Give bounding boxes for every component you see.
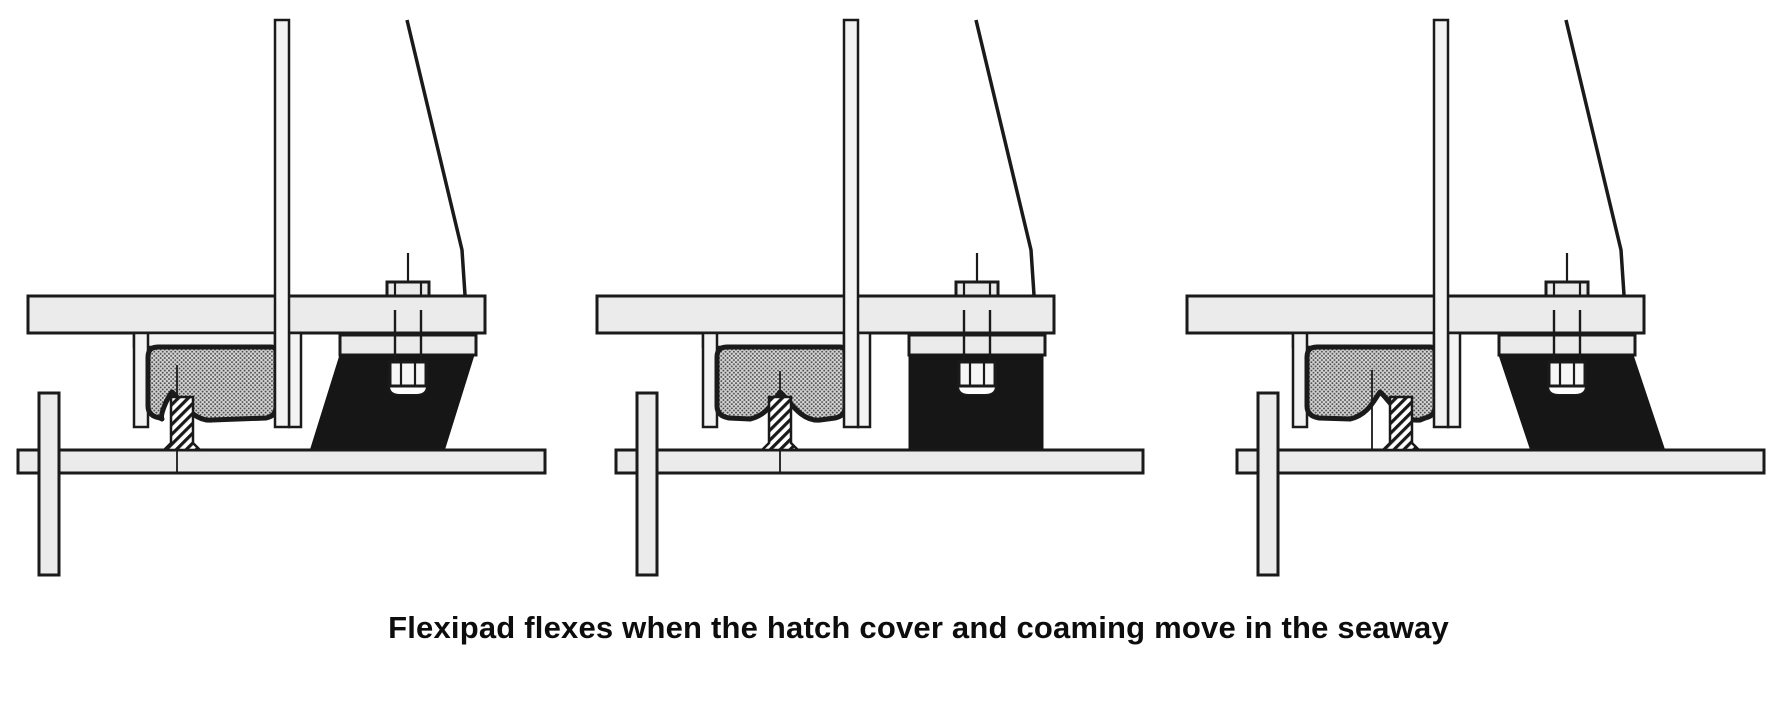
bolt-nut	[957, 360, 997, 388]
rubber-bearing-pad	[908, 354, 1044, 449]
coaming-web	[758, 395, 802, 452]
coaming-stay	[1256, 391, 1280, 577]
panel-cover-offset-right	[16, 18, 547, 577]
cover-diagonal-plate	[405, 19, 467, 296]
bolt-nut	[1547, 360, 1587, 388]
bolt-head	[1544, 280, 1590, 298]
flexipad	[1304, 344, 1438, 423]
hatch-cover-bar	[595, 294, 1056, 335]
cover-side-plate	[273, 18, 291, 429]
coaming-bar	[16, 448, 547, 475]
bolt-nut	[388, 360, 428, 388]
coaming-bar	[1235, 448, 1766, 475]
caption: Flexipad flexes when the hatch cover and…	[388, 610, 1449, 645]
coaming-web	[160, 395, 204, 452]
cover-side-plate	[842, 18, 860, 429]
retainer-channel-right-leg	[287, 331, 303, 429]
rubber-bearing-pad	[1498, 354, 1665, 449]
cover-diagonal-plate	[974, 19, 1036, 296]
bracket-plate	[907, 333, 1047, 357]
bolt-head	[385, 280, 431, 298]
retainer-channel-right-leg	[1446, 331, 1462, 429]
coaming-stay	[635, 391, 659, 577]
coaming-web	[1379, 395, 1423, 452]
coaming-stay	[37, 391, 61, 577]
retainer-channel-right-leg	[856, 331, 872, 429]
hatch-cover-bar	[26, 294, 487, 335]
cover-side-plate	[1432, 18, 1450, 429]
panel-cover-offset-left	[1185, 18, 1766, 577]
rubber-bearing-pad	[310, 354, 475, 449]
cover-diagonal-plate	[1564, 19, 1626, 296]
bracket-plate	[338, 333, 478, 357]
flexipad	[714, 344, 848, 423]
flexipad	[145, 344, 279, 423]
hatch-cover-bar	[1185, 294, 1646, 335]
panel-neutral	[595, 18, 1145, 577]
coaming-bar	[614, 448, 1145, 475]
bolt-head	[954, 280, 1000, 298]
bracket-plate	[1497, 333, 1637, 357]
